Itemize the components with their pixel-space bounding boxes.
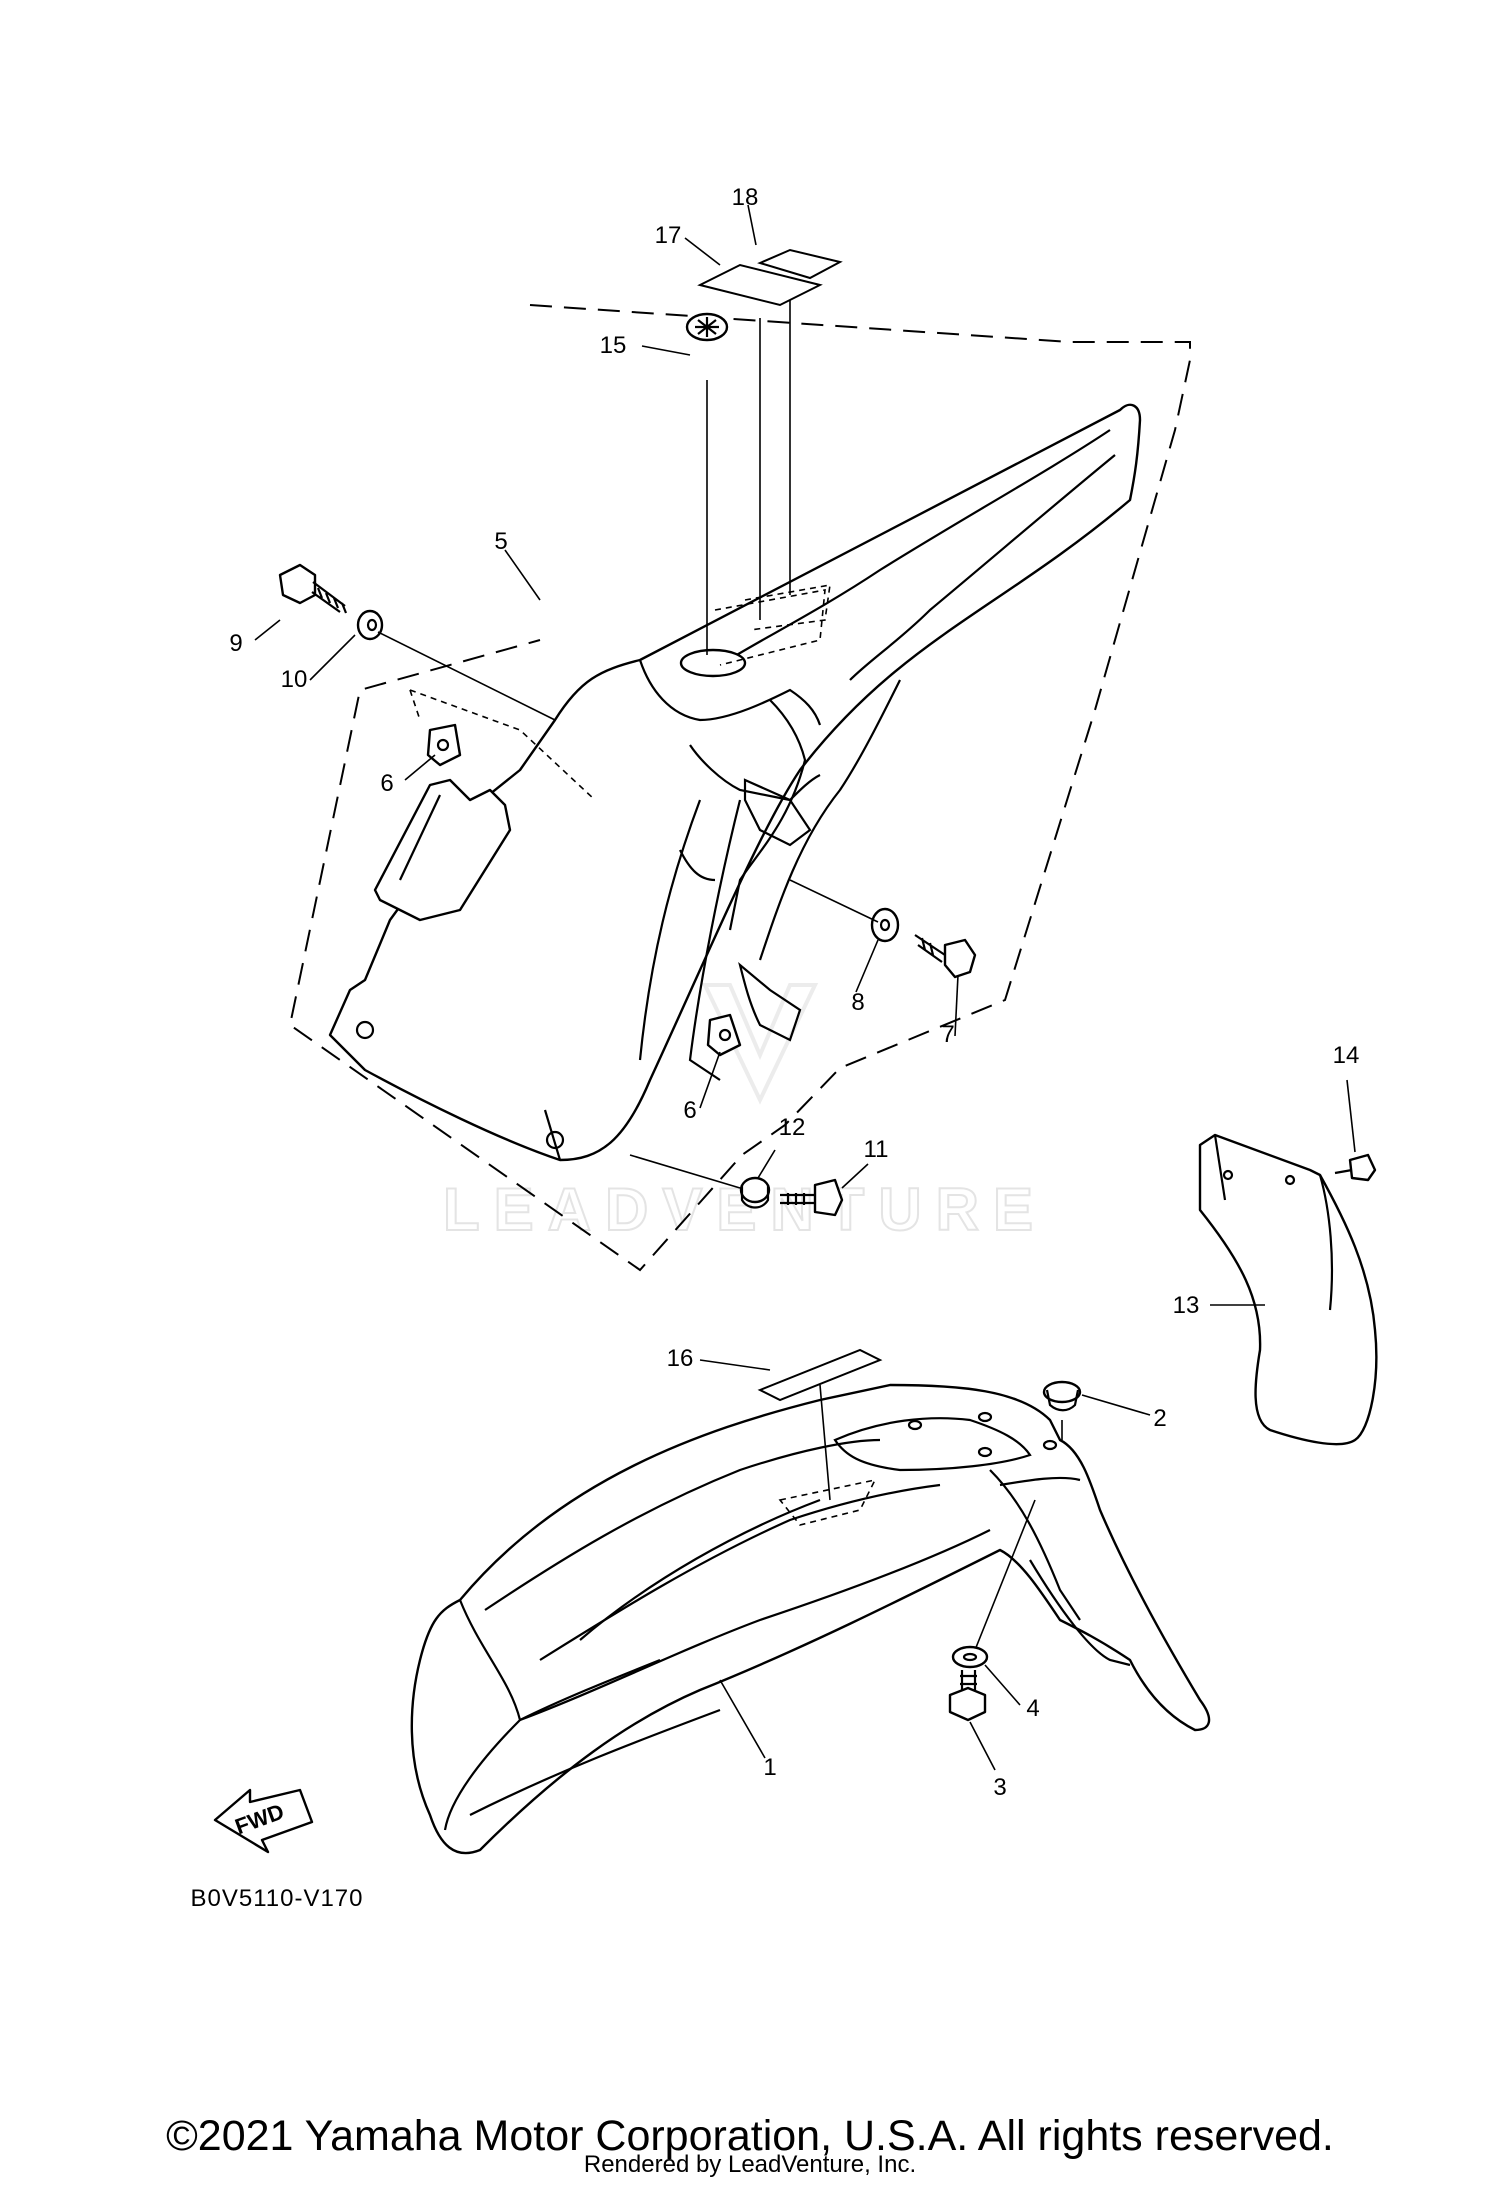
label-16[interactable]	[757, 1348, 883, 1402]
leader-4-fender	[974, 1499, 1036, 1651]
callout-17: 17	[655, 222, 682, 249]
bolt-9[interactable]	[278, 563, 348, 614]
label-18[interactable]	[757, 248, 843, 280]
grommet-2[interactable]	[1042, 1380, 1082, 1412]
copyright-notice: ©2021 Yamaha Motor Corporation, U.S.A. A…	[166, 2112, 1334, 2160]
watermark-text: LEADVENTURE	[443, 1176, 1047, 1243]
callout-6-lower: 6	[683, 1097, 696, 1124]
fender-emblem-recess	[679, 648, 747, 678]
rear-fender-side-flap	[373, 778, 512, 922]
leadventure-watermark: LEADVENTURE	[442, 983, 1047, 1244]
callout-15: 15	[600, 332, 627, 359]
rendered-by-notice: Rendered by LeadVenture, Inc.	[583, 2151, 917, 2178]
emblem-15[interactable]	[685, 312, 729, 342]
leader-16-sticker	[819, 1384, 831, 1501]
bolt-11[interactable]	[780, 1178, 844, 1217]
callout-2: 2	[1153, 1405, 1166, 1432]
rear-fender[interactable]	[328, 403, 1142, 1162]
callout-labels: 18 17 15 5 9 10 6 6 8 7 12 11 14 13 16 2…	[229, 184, 1359, 1801]
callout-1: 1	[763, 1754, 776, 1781]
front-fender[interactable]	[410, 1383, 1211, 1855]
washer-4[interactable]	[951, 1645, 989, 1669]
callout-8: 8	[851, 989, 864, 1016]
washer-10[interactable]	[356, 609, 384, 641]
callout-18: 18	[732, 184, 759, 211]
clip-nut-upper[interactable]	[409, 689, 596, 801]
callout-14: 14	[1333, 1042, 1360, 1069]
callout-11: 11	[864, 1136, 889, 1163]
callout-4: 4	[1026, 1695, 1039, 1722]
leader-10-fender	[377, 631, 556, 721]
callout-12: 12	[779, 1114, 806, 1141]
callout-leaders	[254, 204, 1356, 1771]
diagram-code: B0V5110-V170	[190, 1885, 363, 1912]
rear-fender-assembly-boundary	[288, 304, 1191, 1272]
callout-3: 3	[993, 1774, 1006, 1801]
mud-flap-13[interactable]	[1198, 1133, 1378, 1446]
callout-6-upper: 6	[380, 770, 393, 797]
callout-10: 10	[281, 666, 308, 693]
label-17[interactable]	[697, 263, 823, 307]
collar-12[interactable]	[739, 1176, 771, 1209]
leader-8-fender	[789, 879, 879, 923]
clip-nut-lower[interactable]	[706, 1013, 742, 1057]
screw-14[interactable]	[1334, 1153, 1377, 1182]
bolt-7[interactable]	[914, 934, 977, 979]
callout-5: 5	[494, 528, 507, 555]
callout-9: 9	[229, 630, 242, 657]
callout-13: 13	[1173, 1292, 1200, 1319]
bolt-3[interactable]	[948, 1670, 987, 1722]
washer-8[interactable]	[870, 907, 900, 943]
callout-7: 7	[941, 1021, 954, 1048]
forward-direction-arrow: FWD	[213, 1788, 314, 1854]
callout-16: 16	[667, 1345, 694, 1372]
leader-12-fender	[629, 1154, 741, 1189]
